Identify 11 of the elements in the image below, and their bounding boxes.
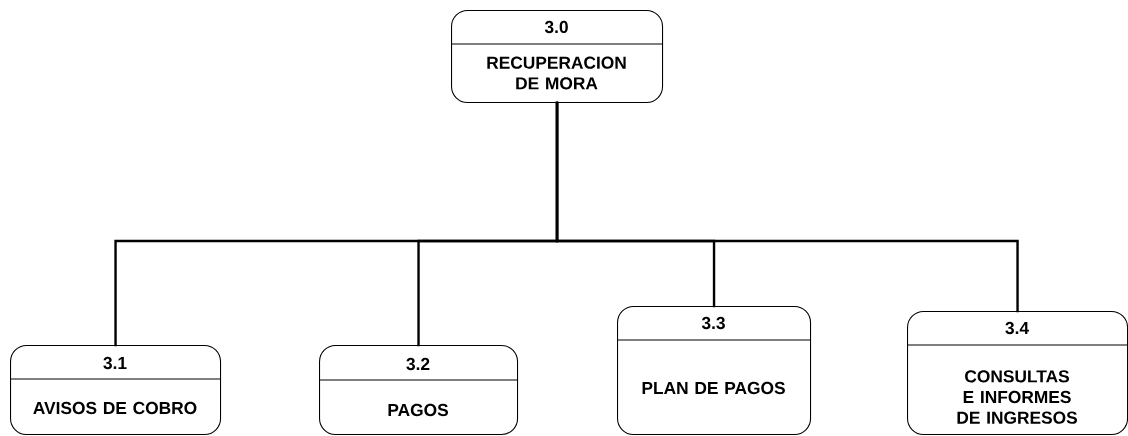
process-number: 3.1	[103, 356, 127, 370]
process-number: 3.4	[1005, 321, 1029, 335]
process-label: CONSULTAS E INFORMES DE INGRESOS	[957, 370, 1077, 424]
process-label: AVISOS DE COBRO	[33, 401, 197, 415]
connector-line	[555, 101, 1019, 313]
process-label: RECUPERACION DE MORA	[487, 56, 626, 90]
process-number: 3.3	[701, 316, 725, 330]
process-label: PLAN DE PAGOS	[642, 381, 785, 395]
process-number: 3.2	[406, 357, 430, 371]
process-number: 3.0	[544, 20, 568, 34]
process-label: PAGOS	[388, 403, 448, 417]
